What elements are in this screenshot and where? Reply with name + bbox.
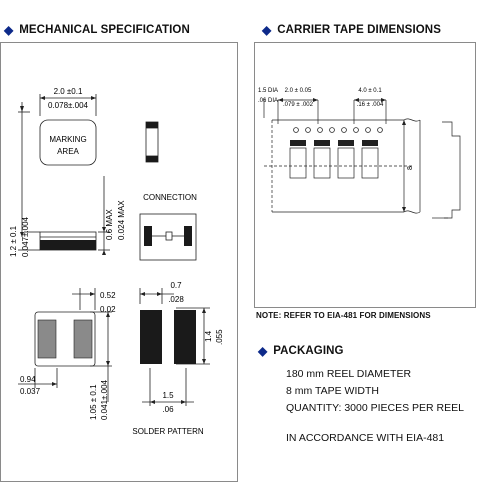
top-width-in: 0.078±.004 — [48, 101, 89, 110]
pitch1-in: .079 ± .002 — [283, 102, 314, 108]
hole-dia-in: .06 DIA — [258, 98, 278, 104]
hole-dia-mm: 1.5 DIA — [258, 88, 278, 94]
pad-height-in: 0.041±.004 — [100, 379, 109, 420]
carrier-header: ◆ CARRIER TAPE DIMENSIONS — [262, 24, 441, 36]
solder-pattern-label: SOLDER PATTERN — [132, 427, 203, 436]
pitch2-mm: 4.0 ± 0.1 — [358, 88, 382, 94]
height-in: 0.047±.004 — [21, 216, 30, 257]
marking-line2: AREA — [57, 147, 79, 156]
bullet-icon: ◆ — [4, 23, 14, 37]
packaging-title: PACKAGING — [273, 345, 344, 357]
tape-width-label: 8 — [407, 166, 414, 170]
mechanical-header: ◆ MECHANICAL SPECIFICATION — [4, 24, 190, 36]
top-width-mm: 2.0 ±0.1 — [54, 87, 83, 96]
bullet-icon: ◆ — [258, 344, 268, 358]
pad-gap-mm: 0.94 — [20, 375, 36, 384]
pad-width-in: 0.02 — [100, 305, 116, 314]
packaging-line-3: QUANTITY: 3000 PIECES PER REEL — [286, 402, 464, 414]
mechanical-title: MECHANICAL SPECIFICATION — [19, 24, 190, 36]
solder-height-mm: 1.4 — [204, 330, 213, 342]
thickness-mm: 0.6 MAX — [105, 209, 114, 240]
connection-label: CONNECTION — [143, 193, 197, 202]
mechanical-drawing: 2.0 ±0.1 0.078±.004 MARKING AREA 1.2 ± 0… — [9, 87, 224, 436]
packaging-header: ◆ PACKAGING — [258, 345, 344, 357]
pad-width-mm: 0.52 — [100, 291, 116, 300]
solder-pitch-in: .06 — [162, 405, 174, 414]
carrier-note: NOTE: REFER TO EIA-481 FOR DIMENSIONS — [256, 311, 431, 320]
solder-width-in: .028 — [168, 295, 184, 304]
carrier-panel — [254, 42, 476, 308]
pad-gap-in: 0.037 — [20, 387, 41, 396]
solder-pitch-mm: 1.5 — [162, 391, 174, 400]
bullet-icon: ◆ — [262, 23, 272, 37]
height-mm: 1.2 ± 0.1 — [9, 225, 18, 257]
solder-width-mm: 0.7 — [170, 281, 182, 290]
pitch1-mm: 2.0 ± 0.05 — [285, 88, 312, 94]
packaging-line-2: 8 mm TAPE WIDTH — [286, 385, 379, 397]
carrier-drawing: 1.5 DIA .06 DIA 2.0 ± 0.05 .079 ± .002 4… — [258, 88, 461, 219]
packaging-accordance: IN ACCORDANCE WITH EIA-481 — [286, 432, 445, 444]
thickness-in: 0.024 MAX — [117, 200, 126, 240]
pad-height-mm: 1.05 ± 0.1 — [89, 384, 98, 420]
solder-height-in: .055 — [215, 329, 224, 345]
carrier-title: CARRIER TAPE DIMENSIONS — [277, 24, 441, 36]
marking-line1: MARKING — [49, 135, 86, 144]
packaging-line-1: 180 mm REEL DIAMETER — [286, 368, 412, 380]
pitch2-in: .16 ± .004 — [357, 102, 384, 108]
